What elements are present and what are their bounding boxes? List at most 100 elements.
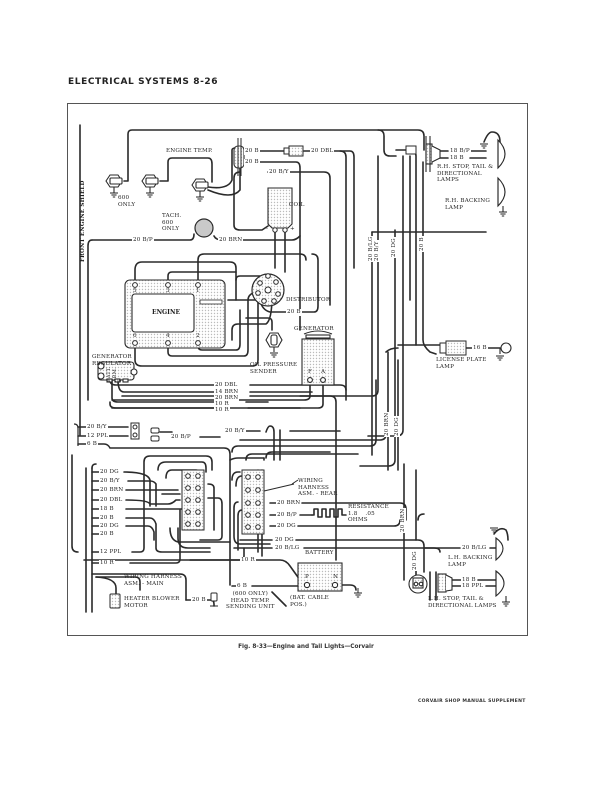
wire-cyl5 — [134, 261, 237, 301]
wire-label-reg-20brn: 20 BRN — [214, 395, 240, 402]
label-coil: COIL — [289, 202, 305, 208]
wire-label-left-20by: 20 B/Y — [86, 424, 108, 431]
wire-label-16b-license: 16 B — [472, 345, 488, 352]
spark-plug-2 — [195, 340, 201, 346]
label-gen-f: F — [308, 369, 313, 375]
label-coil-plus: + — [290, 226, 295, 232]
wire-heater — [95, 576, 117, 595]
wire-label-v20b: 20 B — [419, 236, 425, 252]
wire-label-mid-20by: 20 B/Y — [224, 428, 246, 435]
rear-label-2: 20 B/P — [276, 512, 298, 519]
diagram-frame — [67, 103, 528, 636]
wire-label-18ppl-lh: 18 PPL — [461, 583, 485, 590]
connector-left — [130, 422, 160, 442]
wire-v20b — [422, 161, 437, 355]
wire-bat-cable — [271, 591, 287, 607]
rh-stop-tail-lamp — [497, 138, 506, 170]
license-plate-lamp — [499, 342, 512, 354]
wire-label-v20by: 20 B/Y — [374, 240, 380, 262]
label-bat-cable: (BAT. CABLE POS.) — [290, 595, 329, 608]
main-label-7: 20 DG — [99, 523, 120, 530]
label-resistance: RESISTANCE 1.8 .05 OHMS — [348, 504, 389, 524]
main-label-8: 20 B — [99, 531, 115, 538]
wire-label-20b-dist: 20 B — [286, 309, 302, 316]
label-regulator-terminals: BATT. ARM. F — [106, 366, 124, 382]
wire-label-v20dg-low: 20 DG — [412, 550, 418, 571]
wire-cyl1 — [197, 253, 307, 289]
wire-sender-600 — [123, 129, 425, 182]
rear-harness-connector-block — [241, 469, 265, 535]
lh-stop-tail-lamp — [495, 569, 507, 602]
label-front-engine-shield: FRONT ENGINE SHIELD — [80, 180, 86, 262]
main-label-6: 20 B — [99, 515, 115, 522]
rh-connector — [405, 145, 417, 155]
wire-reg-20brn — [121, 395, 337, 561]
wire-label-reg-14brn: 14 BRN — [214, 389, 240, 396]
wire-rear-20blg — [233, 547, 441, 553]
wire-label-20blg-lh: 20 B/LG — [461, 545, 488, 552]
main-harness-connector-block — [181, 469, 205, 531]
label-generator: GENERATOR — [294, 326, 334, 332]
label-coil-minus: - — [266, 226, 269, 232]
wire-left-6b — [77, 443, 231, 586]
page-header: ELECTRICAL SYSTEMS 8-26 — [68, 77, 219, 87]
label-cyl-4: 4 — [166, 333, 170, 339]
wire-cyl4 — [167, 291, 257, 357]
main-label-5: 18 B — [99, 506, 115, 513]
wire-rear-20dg — [269, 519, 401, 527]
wire-bat-n — [339, 584, 357, 591]
wire-conn-20bp — [159, 431, 221, 438]
wire-reg-10r-2 — [109, 401, 215, 409]
lh-backing-lamp — [495, 536, 504, 562]
wire-label-20b-heater: 20 B — [191, 597, 207, 604]
wire-label-20brn-tach: 20 BRN — [218, 237, 244, 244]
label-head-temp: (600 ONLY) HEAD TEMP. SENDING UNIT — [226, 591, 275, 611]
bulkhead-connector-top — [233, 145, 245, 169]
wire-20by — [233, 171, 331, 306]
rear-label-3: 20 DG — [276, 523, 297, 530]
rear-label-1: 20 BRN — [276, 500, 302, 507]
wire-label-20b-2: 20 B — [244, 159, 260, 166]
wire-label-conn-20bp: 20 B/P — [170, 434, 192, 441]
wire-tach-brn — [213, 235, 301, 241]
wire-lh-ground — [493, 527, 509, 541]
label-generator-regulator: GENERATOR REGULATOR — [92, 354, 132, 367]
wire-label-20by: 20 B/Y — [268, 169, 290, 176]
wire-reg-10r-1 — [111, 379, 269, 403]
main-label-3: 20 BRN — [99, 487, 125, 494]
wire-top-right — [377, 129, 397, 157]
label-heater-blower: HEATER BLOWER MOTOR — [124, 596, 180, 609]
generator — [301, 330, 335, 386]
wire-dist-20b — [295, 253, 319, 313]
wire-label-v20brn-mid: 20 BRN — [384, 411, 390, 437]
ground-symbol-2 — [145, 192, 155, 198]
wire-label-reg-20dbl: 20 DBL — [214, 382, 239, 389]
spark-plug-1 — [195, 282, 201, 288]
main-label-1: 20 DG — [99, 469, 120, 476]
label-battery: BATTERY — [305, 550, 334, 556]
label-cyl-5: 5 — [133, 288, 137, 294]
label-distributor: DISTRIBUTOR — [286, 297, 331, 303]
label-600-only: 600 ONLY — [118, 195, 136, 208]
spark-plug-4 — [165, 340, 171, 346]
spark-plug-3 — [165, 282, 171, 288]
ground-symbol-lh-bottom — [501, 601, 511, 607]
left-edge-connector — [73, 423, 79, 446]
head-temp-sending-unit — [210, 592, 218, 607]
label-rh-backing: R.H. BACKING LAMP — [445, 198, 491, 211]
wire-label-v20dg-mid: 20 DG — [394, 416, 400, 437]
sender-engine-temp-2 — [141, 174, 159, 193]
wire-label-v20dg: 20 DG — [391, 237, 397, 258]
spark-plug-5 — [132, 282, 138, 288]
lh-stop-tail-lamp-socket — [437, 573, 453, 593]
label-lh-stop-tail: L.H. STOP, TAIL & DIRECTIONAL LAMPS — [428, 596, 497, 609]
label-rh-stop-tail: R.H. STOP, TAIL & DIRECTIONAL LAMPS — [437, 164, 494, 184]
rear-label-4: 20 DG — [274, 537, 295, 544]
label-cyl-2: 2 — [196, 333, 200, 339]
wire-rear-20dg2 — [239, 539, 425, 573]
page-footer: CORVAIR SHOP MANUAL SUPPLEMENT — [418, 699, 526, 704]
rear-label-5: 20 B/LG — [274, 545, 301, 552]
rh-backing-lamp — [497, 176, 506, 212]
wire-engine-temp-link — [159, 157, 213, 183]
